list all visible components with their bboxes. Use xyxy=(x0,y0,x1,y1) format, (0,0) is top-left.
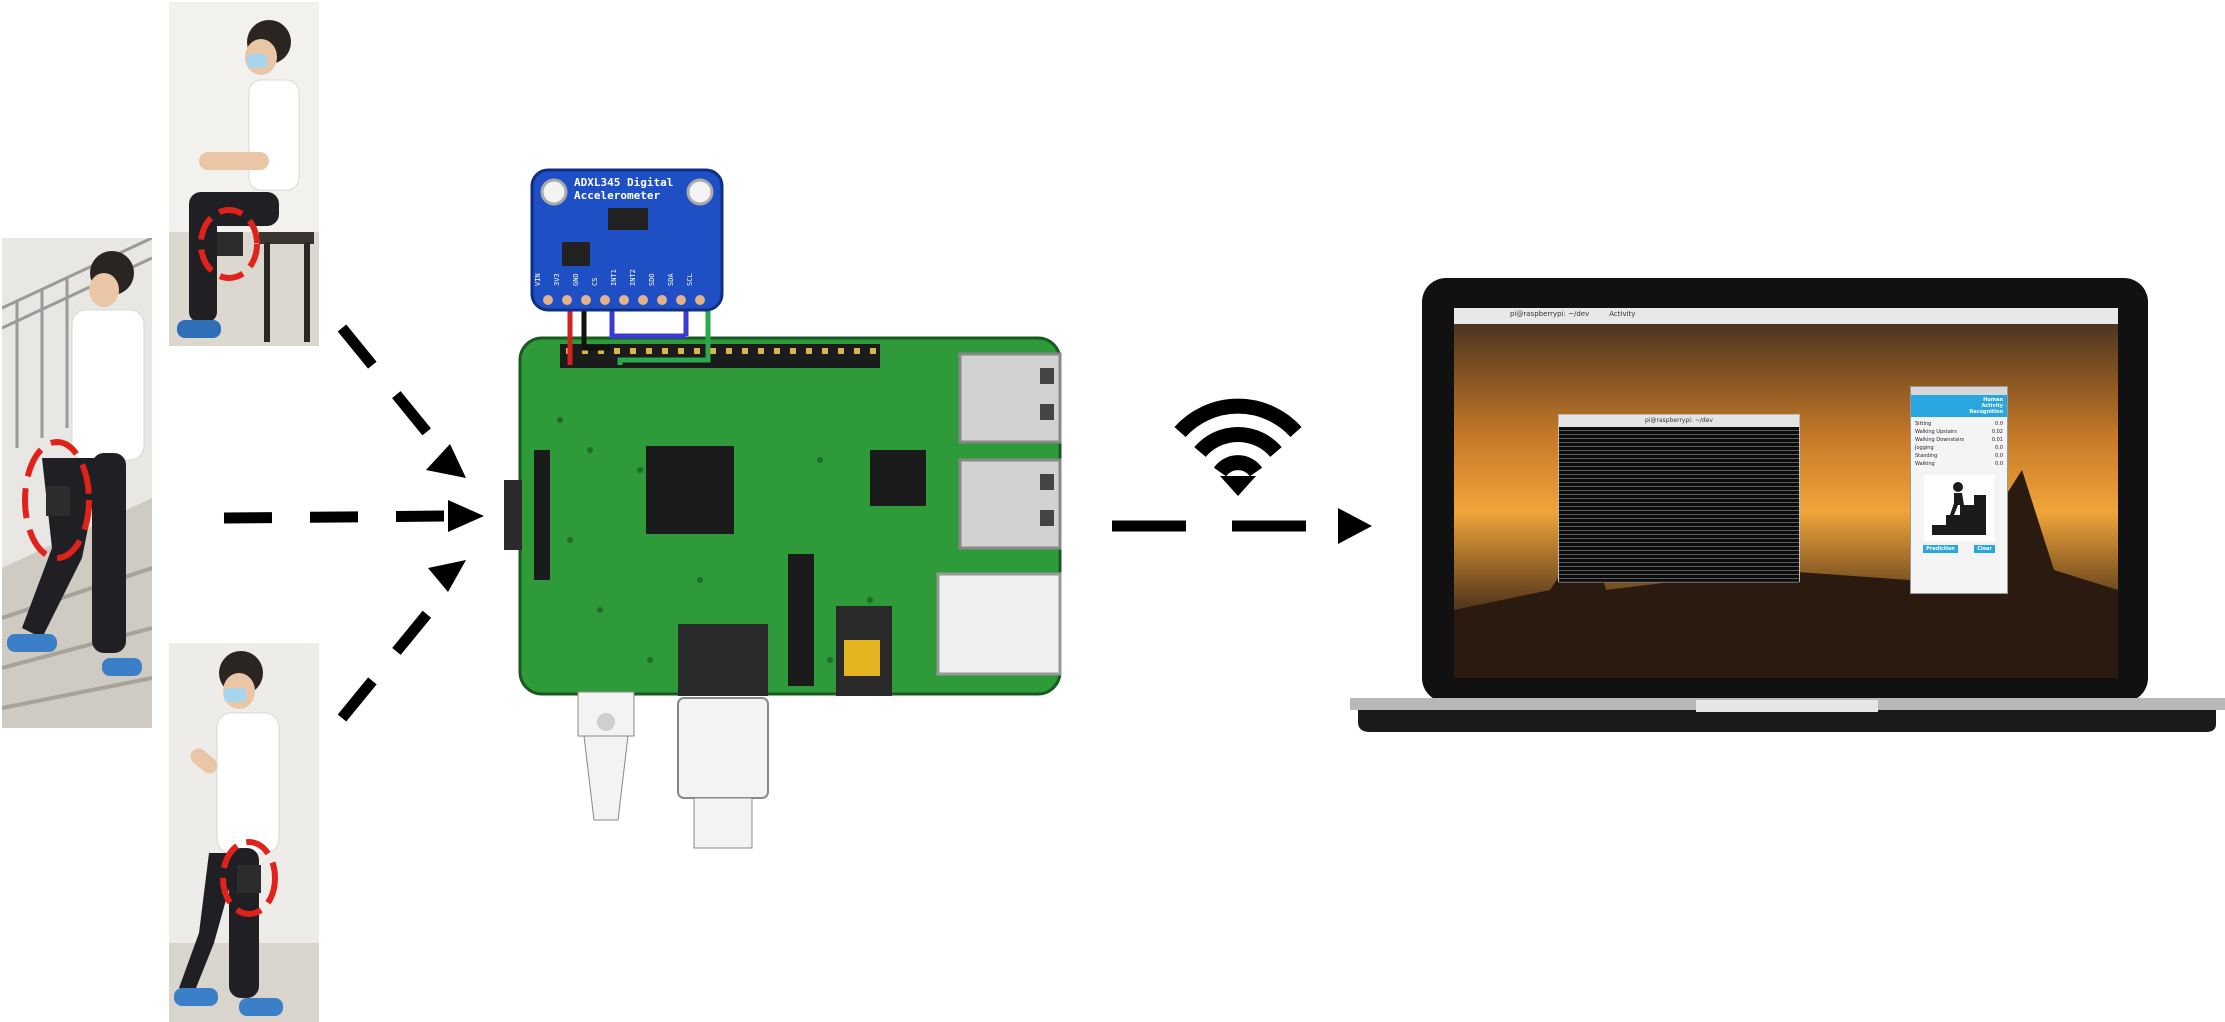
raspberry-pi-board xyxy=(504,168,1062,849)
arrow-head-bottom xyxy=(428,560,466,592)
activity-label: Walking xyxy=(1915,461,1935,467)
predict-button[interactable]: Prediction xyxy=(1923,545,1958,553)
stairs-figure-icon xyxy=(1924,475,1994,541)
activity-label: Standing xyxy=(1915,453,1938,459)
activity-value: 0.0 xyxy=(1995,445,2003,451)
arrow-head-top xyxy=(426,444,466,478)
wifi-icon xyxy=(1174,398,1302,496)
app-title-line1: Human xyxy=(1983,397,2003,403)
activity-row: Sitting 0.0 xyxy=(1915,420,2003,428)
sensor-title-line1: ADXL345 Digital xyxy=(574,176,674,189)
app-title-line2: Activity xyxy=(1981,403,2003,409)
activity-value: 0.0 xyxy=(1995,421,2003,427)
activity-row: Walking Upstairs 0.02 xyxy=(1915,428,2003,436)
app-header: Human Activity Recognition xyxy=(1911,395,2007,417)
arrow-head-output xyxy=(1338,508,1372,544)
recognition-app-window[interactable]: Human Activity Recognition Sitting 0.0 W… xyxy=(1910,386,2008,594)
activity-list: Sitting 0.0 Walking Upstairs 0.02 Walkin… xyxy=(1911,417,2007,471)
activity-value: 0.0 xyxy=(1995,453,2003,459)
terminal-window[interactable]: pi@raspberrypi: ~/dev xyxy=(1558,414,1800,583)
sensor-label: ADXL345 Digital Accelerometer xyxy=(574,176,724,202)
pin-int2: INT2 xyxy=(629,269,637,286)
taskbar-item-activity[interactable]: Activity xyxy=(1609,310,1636,318)
terminal-titlebar: pi@raspberrypi: ~/dev xyxy=(1559,415,1799,427)
pin-gnd: GND xyxy=(572,273,580,286)
activity-label: Walking Upstairs xyxy=(1915,429,1957,435)
activity-row: Jogging 0.0 xyxy=(1915,444,2003,452)
adxl345-sensor xyxy=(530,168,724,312)
taskbar-item-terminal[interactable]: pi@raspberrypi: ~/dev xyxy=(1510,310,1590,318)
app-button-row: Prediction Clear xyxy=(1911,545,2007,553)
activity-row: Walking 0.0 xyxy=(1915,460,2003,468)
photo-stairs xyxy=(2,238,152,728)
activity-label: Jogging xyxy=(1915,445,1934,451)
activity-row: Walking Downstairs 0.01 xyxy=(1915,436,2003,444)
clear-button[interactable]: Clear xyxy=(1974,545,1995,553)
activity-label: Sitting xyxy=(1915,421,1932,427)
sensor-pin-labels: VIN 3V3 GND CS INT1 INT2 SDO SDA SCL xyxy=(534,256,734,286)
desktop-taskbar xyxy=(1454,308,2118,324)
app-titlebar xyxy=(1911,387,2007,395)
activity-row: Standing 0.0 xyxy=(1915,452,2003,460)
pin-3v3: 3V3 xyxy=(553,273,561,286)
activity-value: 0.02 xyxy=(1991,429,2003,435)
app-title-line3: Recognition xyxy=(1969,409,2003,415)
photo-walking xyxy=(169,643,319,1022)
terminal-output xyxy=(1559,427,1799,583)
pin-scl: SCL xyxy=(686,273,694,286)
taskbar-items: pi@raspberrypi: ~/dev Activity xyxy=(1510,310,1635,318)
terminal-title: pi@raspberrypi: ~/dev xyxy=(1645,417,1713,424)
activity-value: 0.01 xyxy=(1991,437,2003,443)
pin-sda: SDA xyxy=(667,273,675,286)
photo-sitting xyxy=(169,2,319,346)
laptop xyxy=(1350,278,2225,732)
arrow-head-middle xyxy=(448,500,484,532)
pin-cs: CS xyxy=(591,277,599,286)
pin-sdo: SDO xyxy=(648,273,656,286)
pin-vin: VIN xyxy=(534,273,542,286)
pin-int1: INT1 xyxy=(610,269,618,286)
sensor-title-line2: Accelerometer xyxy=(574,189,661,202)
activity-value: 0.0 xyxy=(1995,461,2003,467)
activity-label: Walking Downstairs xyxy=(1915,437,1965,443)
